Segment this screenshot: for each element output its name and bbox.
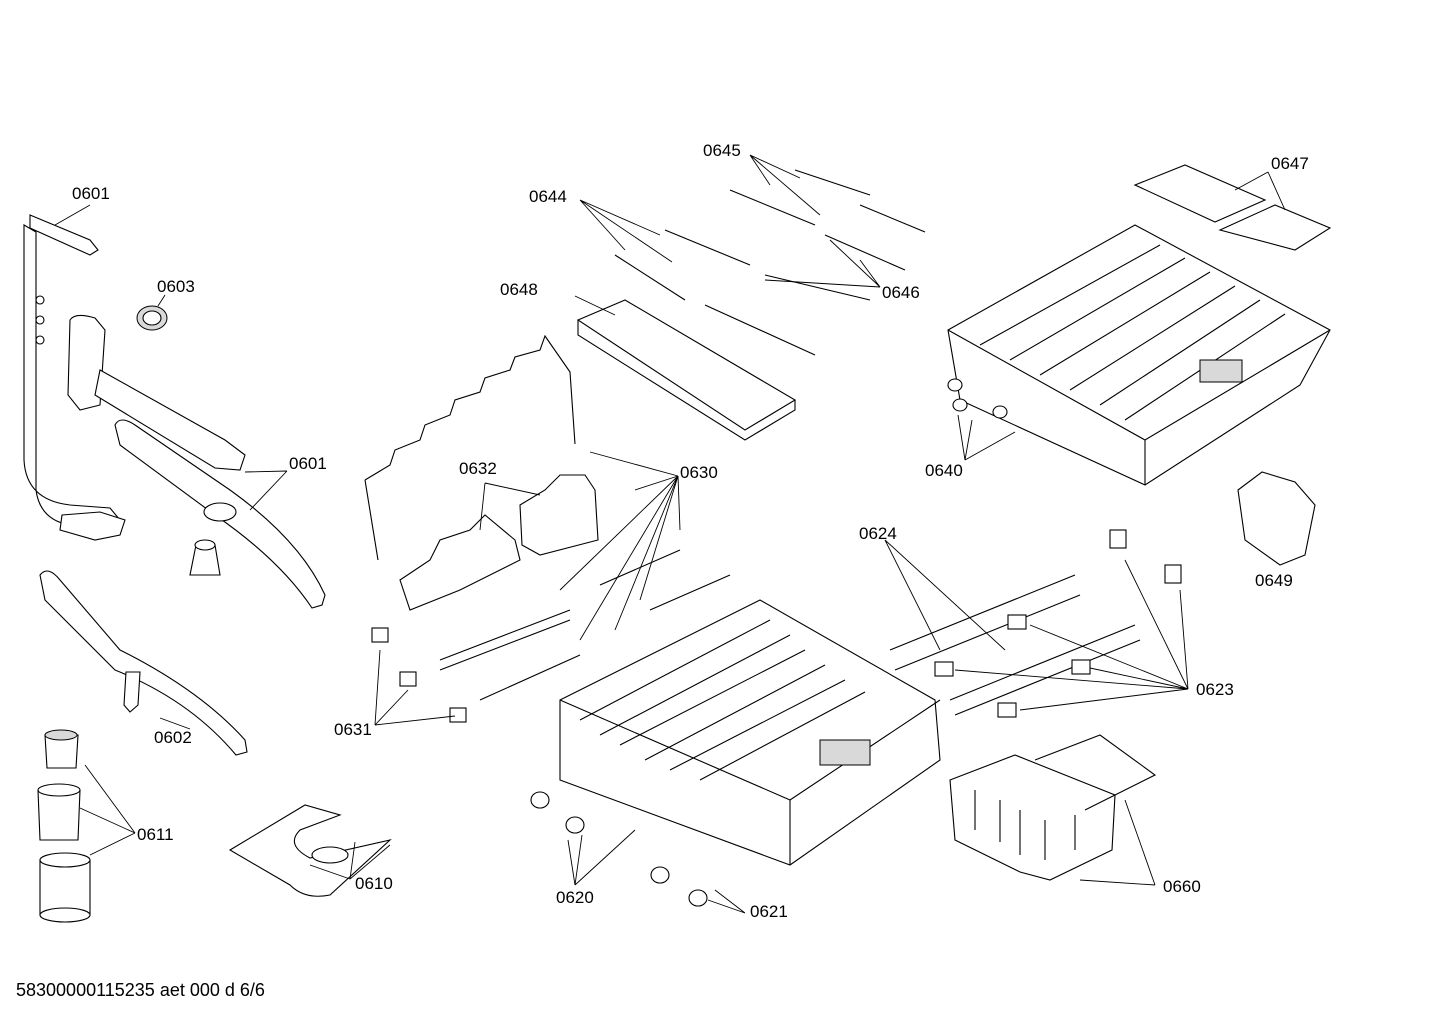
- label-0647: 0647: [1271, 154, 1309, 173]
- label-0645: 0645: [703, 141, 741, 160]
- label-0632: 0632: [459, 459, 497, 478]
- lower-spray-arm: [39, 570, 248, 756]
- label-0623: 0623: [1196, 680, 1234, 699]
- cutlery-basket: [949, 734, 1157, 881]
- prong-racks: [439, 549, 731, 701]
- spray-arm-supply-pipe: [23, 214, 126, 541]
- upper-basket: [947, 224, 1331, 486]
- small-cutlery-basket: [1237, 471, 1316, 566]
- basket-wheels: [530, 791, 708, 907]
- filter-assembly: [37, 729, 91, 923]
- label-0630: 0630: [680, 463, 718, 482]
- label-0648: 0648: [500, 280, 538, 299]
- label-0601-pipe: 0601: [72, 184, 110, 203]
- label-0603: 0603: [157, 277, 195, 296]
- upper-spray-arm-tube: [67, 314, 326, 609]
- wire-rack-parts: [364, 334, 576, 561]
- label-0646: 0646: [882, 283, 920, 302]
- lower-basket: [559, 599, 941, 866]
- label-0602: 0602: [154, 728, 192, 747]
- label-0660: 0660: [1163, 877, 1201, 896]
- label-0610: 0610: [355, 874, 393, 893]
- label-0644: 0644: [529, 187, 567, 206]
- label-0621: 0621: [750, 902, 788, 921]
- document-footer-code: 58300000115235 aet 000 d 6/6: [16, 980, 265, 1000]
- comb-insert-set: [399, 474, 599, 611]
- label-0631: 0631: [334, 720, 372, 739]
- tine-rows: [889, 574, 1141, 716]
- label-0649: 0649: [1255, 571, 1293, 590]
- fine-filter-plate: [228, 804, 392, 897]
- tine-row-clips: [934, 529, 1182, 718]
- leader-lines: [54, 154, 1286, 914]
- label-0611: 0611: [137, 825, 174, 844]
- cup-shelf-grids: [1133, 164, 1332, 251]
- label-0601-arm: 0601: [289, 454, 327, 473]
- label-0624: 0624: [859, 524, 897, 543]
- utensil-tray: [576, 299, 797, 441]
- rack-holders: [371, 627, 467, 723]
- filter-dome: [136, 305, 168, 331]
- spray-arm-hub: [189, 539, 221, 576]
- label-0640: 0640: [925, 461, 963, 480]
- label-0620: 0620: [556, 888, 594, 907]
- top-folding-racks: [614, 169, 926, 356]
